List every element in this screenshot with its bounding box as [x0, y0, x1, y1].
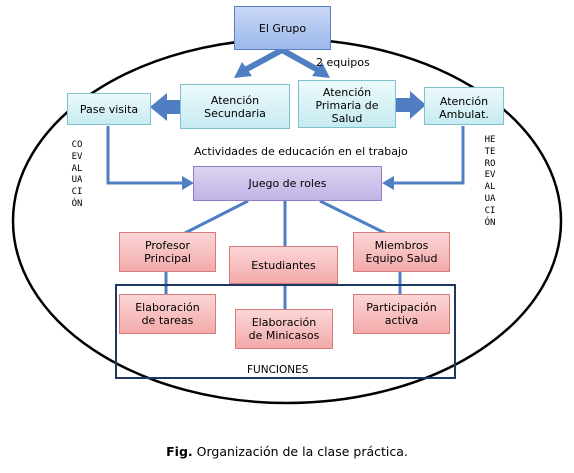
arrowhead-pase-juego	[182, 176, 194, 190]
node-participacion-activa: Participación activa	[353, 294, 450, 334]
node-elaboracion-tareas: Elaboración de tareas	[119, 294, 216, 334]
node-pase-visita: Pase visita	[67, 93, 151, 125]
connector-ambulat-juego	[392, 126, 465, 185]
arrowhead-ambulat-juego	[382, 176, 394, 190]
arrow-secundaria-pase	[150, 93, 180, 121]
funciones-frame	[115, 284, 456, 379]
caption-prefix: Fig.	[166, 444, 193, 459]
node-atencion-ambulat: Atención Ambulat.	[424, 87, 504, 125]
label-2-equipos: 2 equipos	[316, 56, 370, 69]
node-estudiantes: Estudiantes	[229, 246, 338, 284]
label-coevaluacion: COEVALUACIÓN	[71, 140, 83, 209]
node-miembros-equipo-salud: Miembros Equipo Salud	[353, 232, 450, 272]
arrow-primaria-ambulat	[396, 91, 426, 119]
node-elaboracion-minicasos: Elaboración de Minicasos	[235, 309, 333, 349]
connector-pase-juego	[106, 126, 184, 185]
connector-juego-profesor	[184, 199, 249, 235]
node-el-grupo: El Grupo	[234, 6, 331, 50]
node-atencion-primaria: Atención Primaria de Salud	[298, 80, 396, 128]
arrow-grupo-primaria	[280, 47, 320, 73]
label-heteroevaluacion: HETEROEVALUACIÓN	[484, 135, 496, 228]
label-funciones: FUNCIONES	[247, 364, 309, 376]
connector-juego-miembros	[319, 199, 386, 235]
caption-text: Organización de la clase práctica.	[196, 444, 408, 459]
arrow-grupo-secundaria	[243, 47, 284, 73]
arrowhead-grupo-primaria	[312, 62, 330, 78]
node-profesor-principal: Profesor Principal	[119, 232, 216, 272]
arrowhead-grupo-secundaria	[234, 62, 252, 78]
node-atencion-secundaria: Atención Secundaria	[180, 84, 290, 129]
node-juego-de-roles: Juego de roles	[193, 166, 382, 201]
label-actividades: Actividades de educación en el trabajo	[194, 145, 408, 158]
figure-caption: Fig. Organización de la clase práctica.	[0, 444, 574, 459]
